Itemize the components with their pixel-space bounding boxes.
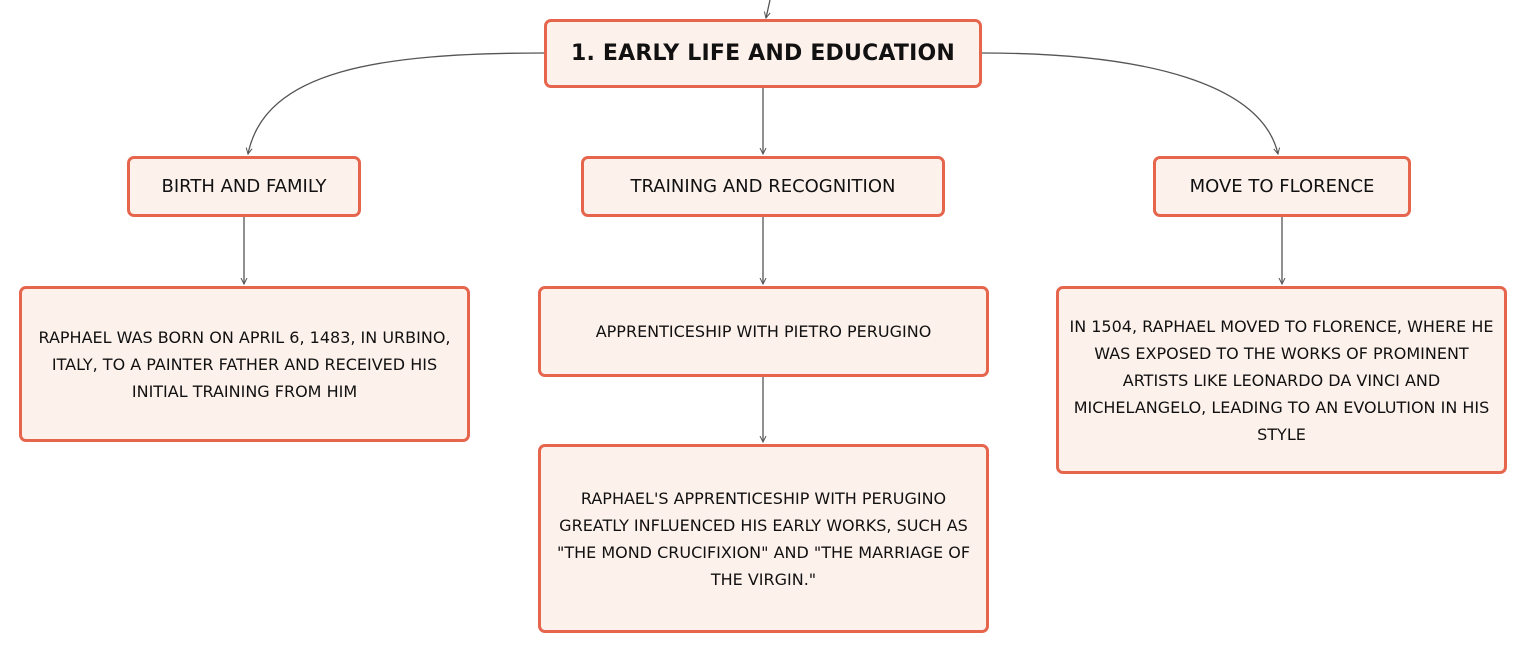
topic-node-label: Move to Florence	[1189, 176, 1375, 197]
topic-node-birth-and-family[interactable]: Birth and Family	[127, 156, 361, 217]
topic-node-label: Training and Recognition	[630, 176, 896, 197]
topic-node-move-to-florence[interactable]: Move to Florence	[1153, 156, 1411, 217]
detail-node-birth[interactable]: Raphael was born on April 6, 1483, in Ur…	[19, 286, 470, 442]
topic-node-training-and-recognition[interactable]: Training and Recognition	[581, 156, 945, 217]
detail-node-apprenticeship[interactable]: Apprenticeship with Pietro Perugino	[538, 286, 989, 377]
detail-node-perugino-influence[interactable]: Raphael's apprenticeship with Perugino g…	[538, 444, 989, 633]
detail-node-florence[interactable]: In 1504, Raphael moved to Florence, wher…	[1056, 286, 1507, 474]
detail-node-text: Apprenticeship with Pietro Perugino	[595, 322, 932, 341]
topic-node-label: Birth and Family	[161, 176, 327, 197]
connector-incoming	[766, 0, 771, 18]
detail-node-text: In 1504, Raphael moved to Florence, wher…	[1069, 316, 1494, 444]
root-node-label: 1. Early Life and Education	[570, 41, 956, 66]
detail-node-text: Raphael was born on April 6, 1483, in Ur…	[38, 327, 451, 401]
detail-node-text: Raphael's apprenticeship with Perugino g…	[556, 488, 971, 589]
root-node-early-life-and-education[interactable]: 1. Early Life and Education	[544, 19, 982, 88]
connector-root-to-move-to-florence	[981, 52, 1278, 154]
connector-root-to-birth-and-family	[248, 52, 545, 154]
